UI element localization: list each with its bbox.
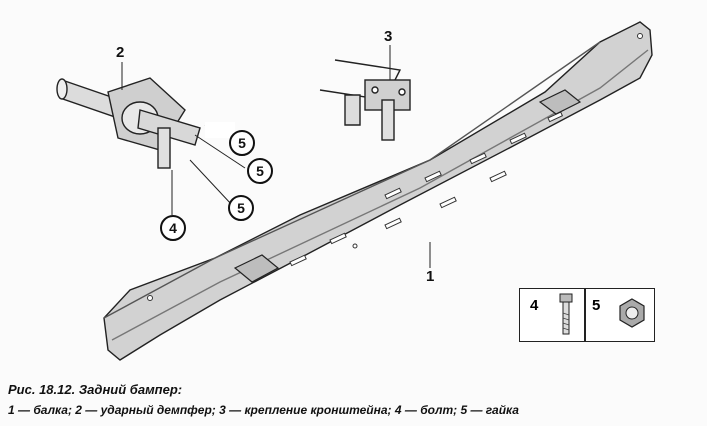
inset-nut-label: 5 bbox=[592, 297, 601, 314]
bolt-icon bbox=[559, 293, 573, 335]
bumper-beam bbox=[103, 21, 653, 361]
leader-lines bbox=[121, 45, 431, 268]
figure-caption: Рис. 18.12. Задний бампер: 1 — балка; 2 … bbox=[8, 381, 698, 419]
inset-bolt-label: 4 bbox=[530, 297, 539, 314]
beam-mount-pads bbox=[233, 89, 582, 283]
callout-5-middle: 5 bbox=[247, 158, 273, 184]
bracket-mount bbox=[319, 59, 411, 141]
beam-slots bbox=[147, 33, 643, 301]
inset-divider bbox=[584, 289, 586, 341]
callout-5-top: 5 bbox=[229, 130, 255, 156]
fastener-inset: 4 5 bbox=[519, 288, 655, 342]
callout-1: 1 bbox=[426, 268, 435, 285]
caption-title: Рис. 18.12. Задний бампер: bbox=[8, 382, 183, 397]
callout-2: 2 bbox=[116, 44, 125, 61]
caption-legend: 1 — балка; 2 — ударный демпфер; 3 — креп… bbox=[8, 403, 519, 417]
callout-5-bottom: 5 bbox=[228, 195, 254, 221]
callout-3: 3 bbox=[384, 28, 393, 45]
nut-icon bbox=[619, 298, 645, 328]
callout-4: 4 bbox=[160, 215, 186, 241]
impact-damper bbox=[56, 77, 201, 169]
